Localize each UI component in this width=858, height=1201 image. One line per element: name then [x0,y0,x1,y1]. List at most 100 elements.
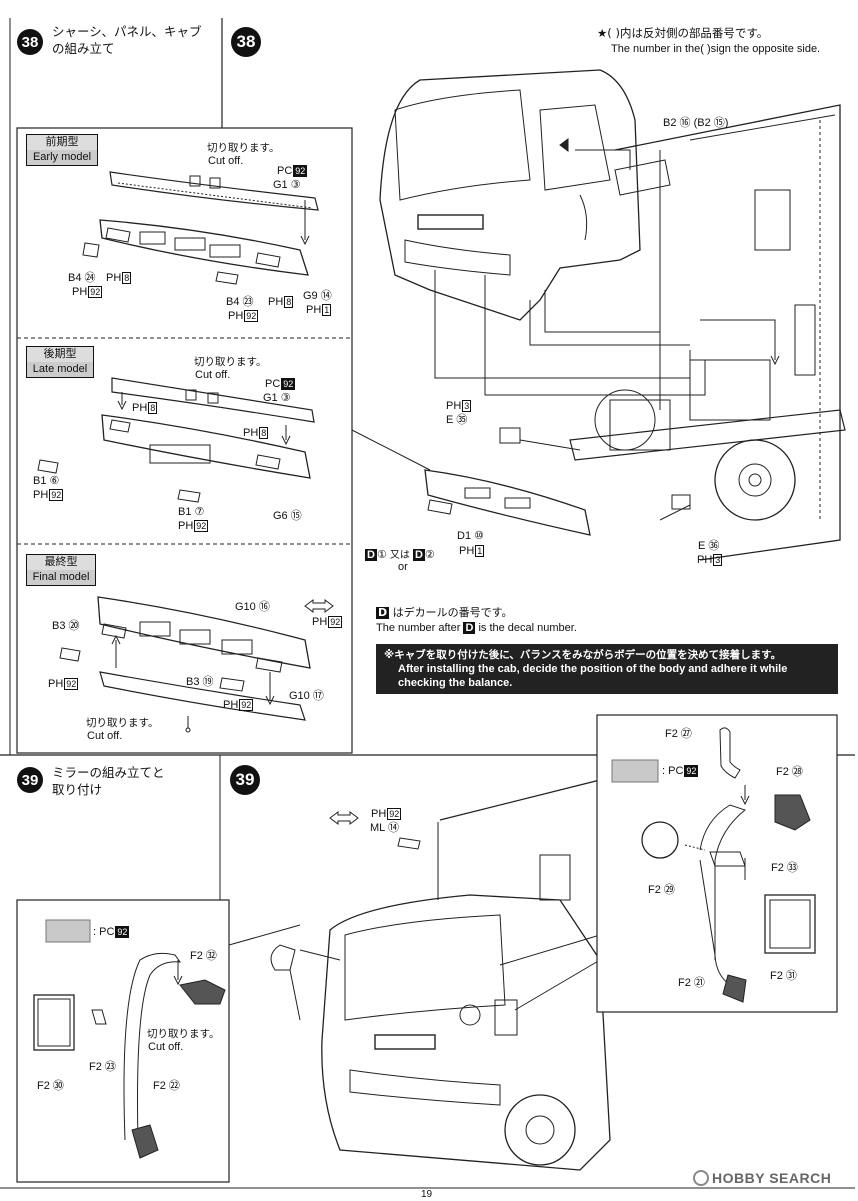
decal-note-en-post: is the decal number. [478,622,577,634]
late-ph92b-prefix: PH [178,520,194,532]
early-model-jp: 前期型 [27,135,97,150]
late-b1-6: B1 ⑥ [33,475,59,488]
s39m-f2-29-num: ㉙ [663,884,675,896]
early-cut-jp: 切り取ります。 [207,142,280,154]
s39m-f2-27-code: F2 [665,728,678,740]
step-39-title-line2: 取り付け [52,782,103,797]
main38-d1-code: D1 [457,530,472,542]
s39-swatch-code: 92 [115,926,130,938]
late-ph92a-prefix: PH [33,489,49,501]
step-38-title-line1: シャーシ、パネル、キャブ [52,24,202,39]
s39m-f2-28: F2 ㉘ [776,766,803,779]
early-g9-code: G9 [303,290,318,302]
late-ph8b-code: 8 [259,427,269,439]
s39-f2-22: F2 ㉒ [153,1080,180,1093]
main38-ph1-prefix: PH [459,545,475,557]
early-b4-23-code: B4 [226,296,240,308]
s39m-f2-21: F2 ㉑ [678,977,705,990]
early-g1-code: G1 [273,179,288,191]
step-38-main-badge: 38 [231,27,261,57]
decal-note-box-en: D [463,622,476,634]
final-ph92b-prefix: PH [48,678,64,690]
main38-ph3a-code: 3 [462,400,472,412]
main38-decal-d1-num: ① [376,549,387,561]
main38-decal-or-en: or [398,561,408,573]
step-38-title-line2: の組み立て [52,41,115,56]
main38-b2-alt: (B2 [693,117,711,129]
step-39-title-line1: ミラーの組み立てと [52,765,165,780]
main38-decal-d2-num: ② [424,549,435,561]
early-g9-num: ⑭ [320,290,332,302]
s39m-f2-33: F2 ㉝ [771,862,798,875]
early-g1-num: ③ [290,179,301,191]
s39m-f2-33-code: F2 [771,862,784,874]
main38-d1-num: ⑩ [474,530,484,542]
early-b4-23-num: ㉓ [242,296,254,308]
main38-b2-code: B2 [663,117,677,129]
early-ph92b-prefix: PH [228,310,244,322]
late-g6: G6 ⑮ [273,510,302,523]
watermark-brand: HOBBY SEARCH [712,1170,832,1186]
s39-cut-jp: 切り取ります。 [147,1028,220,1040]
late-pc92-prefix: PC [265,378,281,390]
late-ph92a-code: 92 [49,489,64,501]
warning-box: ※キャブを取り付けた後に、バランスをみながらボデーの位置を決めて接着します。 A… [376,644,838,694]
header-note-jp: ★( )内は反対側の部品番号です。 [597,26,769,40]
main38-e35-num: ㉟ [456,414,468,426]
final-model-jp: 最終型 [27,555,95,570]
main38-e35: E ㉟ [446,414,467,427]
s39-f2-23-code: F2 [89,1061,102,1073]
s39-f2-30-num: ㉚ [52,1080,64,1092]
late-b1-7-code: B1 [178,506,192,518]
final-cut-jp: 切り取ります。 [86,717,159,729]
late-b1-6-num: ⑥ [49,475,60,487]
main38-decal-or-jp: 又は [389,550,410,561]
late-pc92-code: 92 [281,378,296,390]
decal-note-jp: はデカールの番号です。 [392,606,513,619]
early-model-en: Early model [27,150,97,165]
main38-e35-code: E [446,414,454,426]
final-ph92c-prefix: PH [223,699,239,711]
main38-b2-num: ⑯ [679,117,691,129]
warning-line3: checking the balance. [398,677,513,689]
main38-b2: B2 ⑯ (B2 ⑮) [663,117,728,130]
early-ph8b-prefix: PH [268,296,284,308]
late-g1-code: G1 [263,392,278,404]
header-note-en: The number in the( )sign the opposite si… [611,43,821,55]
step-39-badge: 39 [17,767,43,793]
final-b3-20: B3 ⑳ [52,620,80,633]
early-ph92a-prefix: PH [72,286,88,298]
final-ph92b-code: 92 [64,678,79,690]
final-b3-20-code: B3 [52,620,66,632]
late-cut-jp: 切り取ります。 [194,356,267,368]
s39m-f2-33-num: ㉝ [786,862,798,874]
main38-ph3b-code: 3 [713,554,723,566]
late-b1-7-num: ⑦ [194,506,205,518]
early-b4-24: B4 ㉔ [68,272,96,285]
s39-f2-23-num: ㉓ [104,1061,116,1073]
s39m-f2-27: F2 ㉗ [665,728,692,741]
s39m-f2-21-code: F2 [678,977,691,989]
early-cut-en: Cut off. [208,155,244,167]
late-b1-6-code: B1 [33,475,47,487]
late-ph8a-prefix: PH [132,402,148,414]
early-g9: G9 ⑭ [303,290,332,303]
early-g1: G1 ③ [273,179,301,192]
final-g10-16-code: G10 [235,601,256,613]
s39-f2-32-code: F2 [190,950,203,962]
early-b4-24-code: B4 [68,272,82,284]
final-cut-en: Cut off. [87,730,123,742]
s39-swatch-prefix: : PC [93,926,115,938]
s39-f2-32-num: ㉜ [205,950,217,962]
decal-note-jp-line: D はデカールの番号です。 [376,606,513,620]
final-g10-17-num: ⑰ [312,690,324,702]
